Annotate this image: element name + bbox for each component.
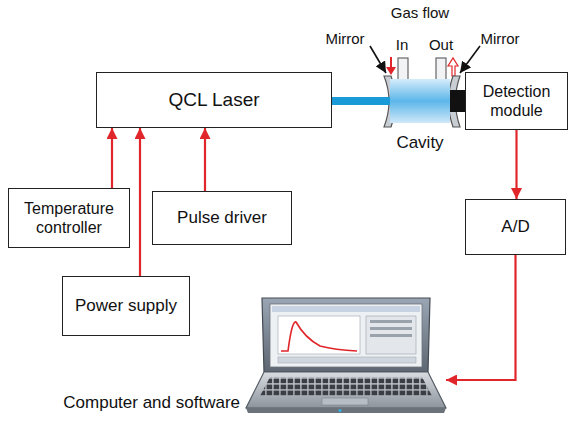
laser-box: QCL Laser xyxy=(96,72,332,128)
caption-label: Cavity xyxy=(396,133,443,153)
signal-arrow xyxy=(139,128,141,276)
leader-line xyxy=(370,46,386,73)
gas-flow-label: Gas flow xyxy=(391,4,449,21)
box-label: Temperature controller xyxy=(15,199,123,237)
signal-arrow xyxy=(446,255,516,380)
box-label: Detection module xyxy=(472,82,561,120)
driver-box: Pulse driver xyxy=(152,191,292,245)
detection-box: Detection module xyxy=(465,72,568,130)
box-label: Power supply xyxy=(75,296,177,316)
port-label: Out xyxy=(429,36,453,53)
controller-box: Temperature controller xyxy=(8,188,130,248)
gas-in-arrow xyxy=(386,57,396,75)
cavity-tube: Cavity xyxy=(390,79,450,123)
box-label: A/D xyxy=(501,217,529,237)
laptop-illustration xyxy=(246,298,446,413)
power-supply-box: Power supply xyxy=(62,276,190,336)
leader-line xyxy=(460,46,480,73)
mirror-label: Mirror xyxy=(480,30,519,47)
signal-arrow xyxy=(111,128,113,188)
caption-label: Computer and software xyxy=(63,393,240,413)
box-label: Pulse driver xyxy=(177,208,267,228)
laser-beam xyxy=(332,97,390,105)
gas-out-arrow xyxy=(448,58,458,76)
gas-inlet-pipe xyxy=(398,58,408,80)
converter-box: A/D xyxy=(465,199,566,255)
box-label: QCL Laser xyxy=(168,89,259,112)
cavity-shape xyxy=(390,79,450,123)
detector-coupling xyxy=(450,90,465,112)
signal-arrow xyxy=(515,130,517,199)
port-label: In xyxy=(396,36,409,53)
computer-node: Computer and software xyxy=(248,298,446,413)
gas-outlet-pipe xyxy=(436,58,446,80)
signal-arrow xyxy=(204,128,206,191)
mirror-label: Mirror xyxy=(325,30,364,47)
